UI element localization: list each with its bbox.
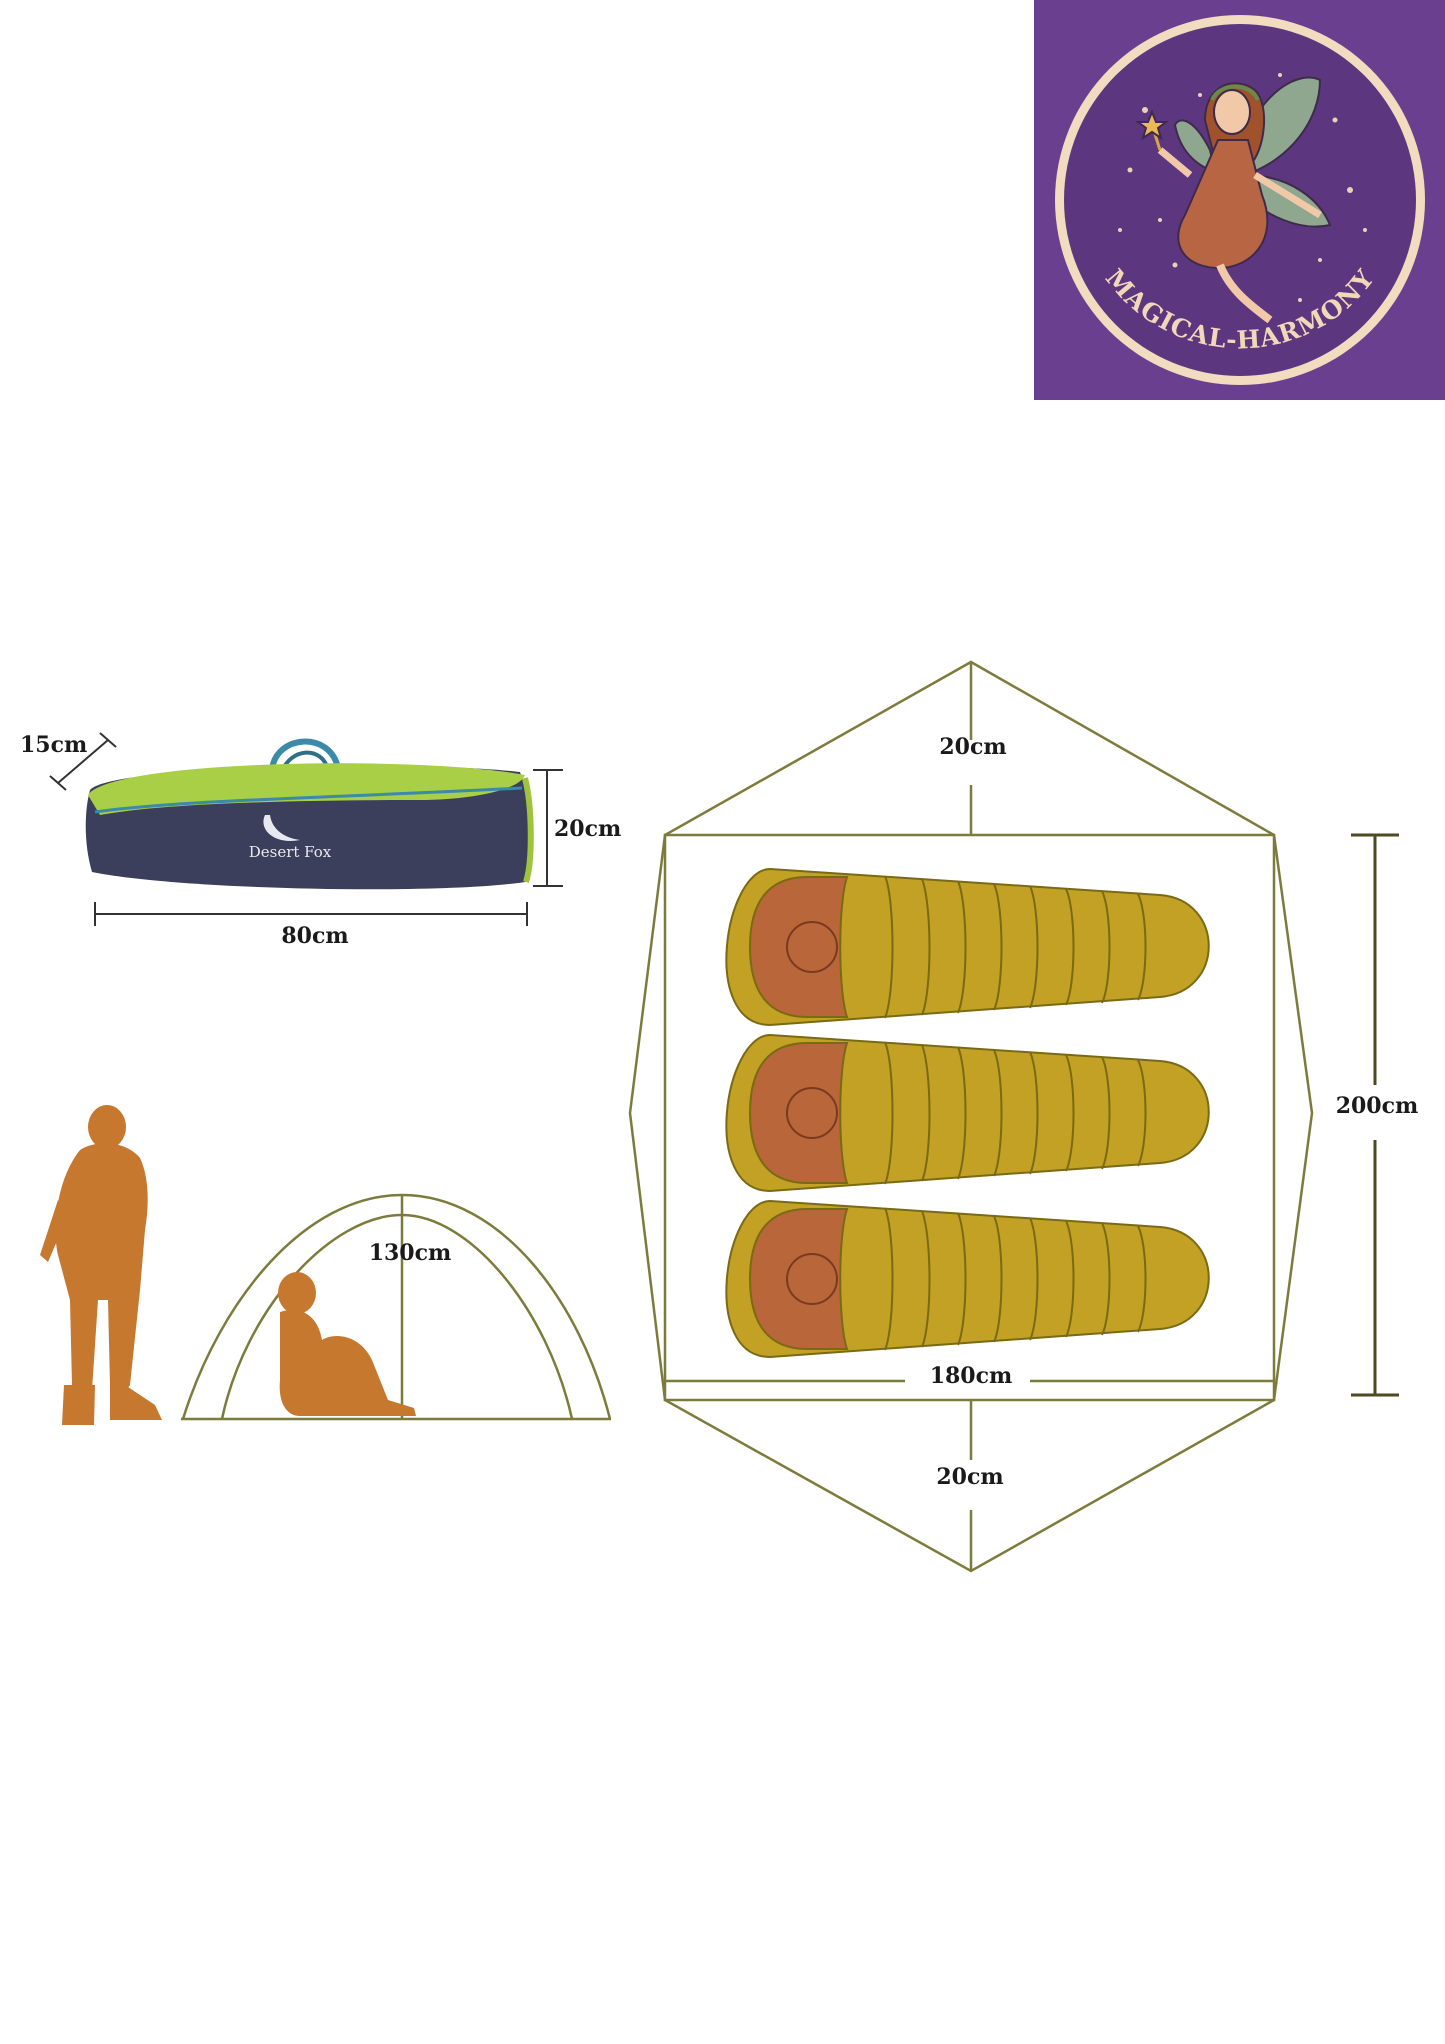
bag-height-label: 20cm <box>554 816 621 842</box>
carry-bag-illustration: Desert Fox 15cm 20cm 80cm <box>20 732 621 949</box>
sleeping-bag-2 <box>725 1033 1210 1193</box>
sparkle-icons <box>1118 73 1367 302</box>
sleeping-bag-1 <box>725 867 1210 1027</box>
tent-frame <box>181 1193 612 1421</box>
bottom-vestibule-label: 20cm <box>936 1464 1003 1490</box>
floor-plan-outline <box>628 660 1314 1573</box>
brand-logo: MAGICAL-HARMONY <box>1034 0 1445 400</box>
floor-plan-diagram: 200cm 20cm 180cm 20cm <box>628 660 1419 1573</box>
top-vestibule-label: 20cm <box>939 734 1006 760</box>
bag-brand-icon <box>263 815 300 841</box>
depth-tick <box>99 732 117 748</box>
bag-handle <box>269 738 341 771</box>
bag-depth-label: 15cm <box>20 732 87 758</box>
floor-width-label: 180cm <box>930 1363 1013 1389</box>
floor-length-label: 200cm <box>1336 1093 1419 1119</box>
bag-brand-text: Desert Fox <box>249 843 332 861</box>
bag-width-label: 80cm <box>281 923 348 949</box>
bag-zipper <box>94 786 523 814</box>
depth-tick <box>49 775 67 791</box>
side-view-illustration: 130cm <box>40 1105 612 1425</box>
sitting-person-icon <box>278 1272 416 1416</box>
fairy-figure-icon <box>1135 82 1322 324</box>
standing-person-icon <box>40 1105 162 1425</box>
tent-height-label: 130cm <box>369 1240 452 1266</box>
bag-end-panel <box>522 777 534 883</box>
sleeping-bag-3 <box>725 1199 1210 1359</box>
sleeping-bags <box>725 867 1210 1359</box>
length-dimension <box>1351 833 1399 1397</box>
depth-dimension-line <box>57 739 109 784</box>
